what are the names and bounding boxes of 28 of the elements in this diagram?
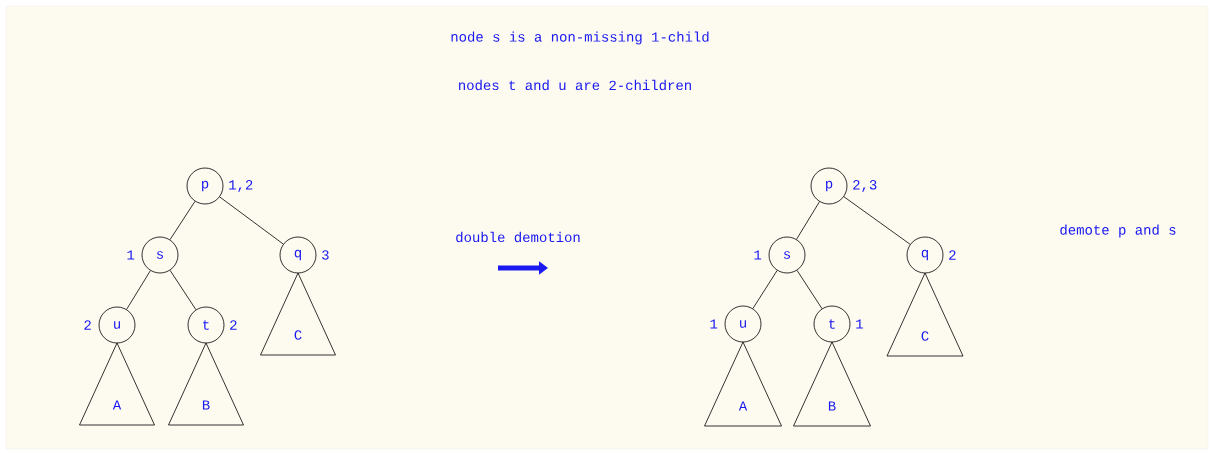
tree-edge	[843, 196, 911, 245]
note-text: nodes t and u are 2-children	[459, 79, 691, 91]
rank-label: 2	[230, 320, 237, 330]
rank-label: 2	[84, 320, 91, 330]
subtree-triangle: B	[793, 341, 871, 427]
rank-label: 3	[322, 250, 329, 260]
subtree-triangle: C	[886, 272, 964, 357]
note-text: node s is a non-missing 1-child	[451, 31, 709, 45]
rank-label: 1	[710, 319, 718, 329]
tree-edge	[796, 201, 820, 240]
tree-edge	[219, 196, 284, 245]
rank-label: 1	[754, 250, 762, 260]
rank-label: 1	[127, 250, 135, 260]
tree-edge	[796, 270, 823, 309]
rank-label: 2	[949, 250, 956, 260]
subtree-triangle: B	[168, 342, 244, 426]
rank-label: 1	[856, 319, 863, 329]
rank-label: 1,2	[229, 180, 253, 192]
tree-edge	[752, 270, 778, 309]
tree-edge	[169, 201, 196, 240]
note-text: demote p and s	[1060, 224, 1176, 238]
subtree-triangle: C	[260, 272, 336, 356]
tree-edge	[169, 270, 197, 311]
subtree-triangle: A	[704, 341, 782, 427]
tree-edge	[126, 270, 151, 310]
subtree-triangle: A	[79, 342, 155, 426]
rank-label: 2,3	[853, 180, 877, 192]
operation-label: double demotion	[456, 231, 580, 243]
